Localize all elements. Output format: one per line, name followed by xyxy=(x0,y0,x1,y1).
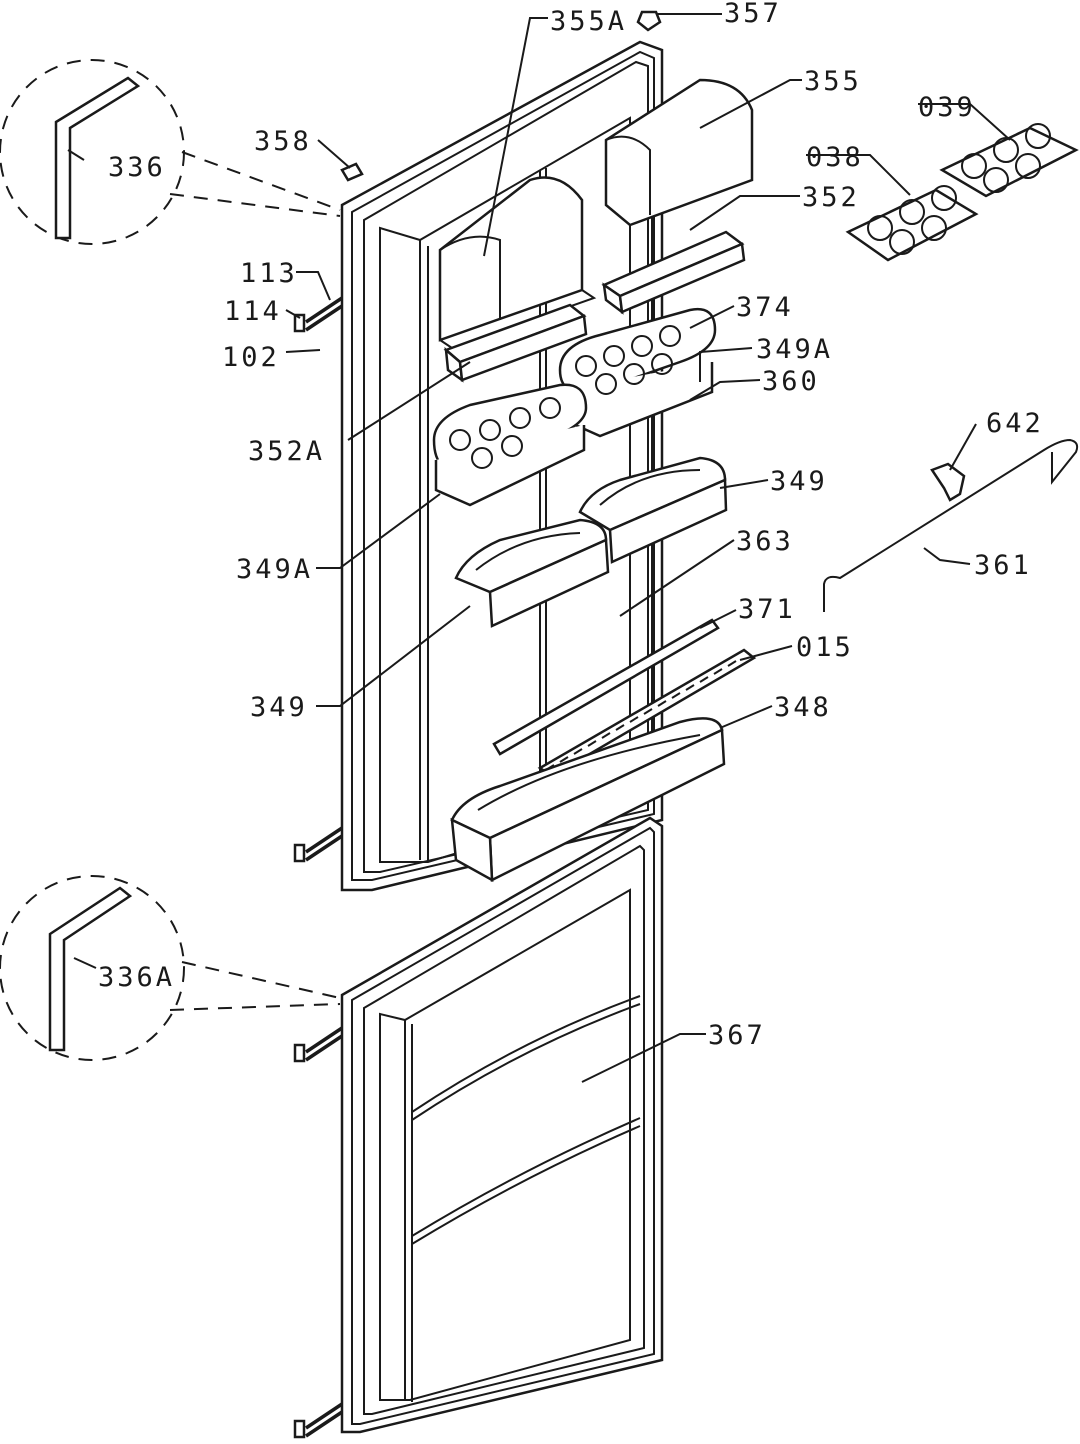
label-015: 015 xyxy=(796,632,854,663)
part-349-shelf-right xyxy=(578,456,728,564)
label-355: 355 xyxy=(804,66,862,97)
label-113: 113 xyxy=(240,258,298,289)
leader-lines xyxy=(67,13,1011,1083)
label-352A: 352A xyxy=(248,436,325,467)
label-039: 039 xyxy=(918,92,976,123)
label-371: 371 xyxy=(738,594,796,625)
label-367: 367 xyxy=(708,1020,766,1051)
detail-circle-336 xyxy=(0,59,341,245)
label-349A-left: 349A xyxy=(236,554,313,585)
label-038: 038 xyxy=(806,142,864,173)
part-039-egg-holder xyxy=(939,123,1079,198)
label-358: 358 xyxy=(254,126,312,157)
part-348-bottom-shelf xyxy=(450,717,726,883)
part-349-shelf-left xyxy=(454,518,610,628)
label-355A: 355A xyxy=(550,6,627,37)
part-352-shelf xyxy=(601,230,746,315)
part-355-cover xyxy=(604,78,754,227)
hinge-pins xyxy=(293,296,343,1439)
label-357: 357 xyxy=(724,0,782,29)
part-371-strip xyxy=(492,618,720,756)
part-labels: 355A 357 355 039 038 358 336 352 113 114… xyxy=(98,0,1044,1051)
part-361-wire xyxy=(823,438,1079,612)
label-348: 348 xyxy=(774,692,832,723)
detail-circle-336A xyxy=(0,875,341,1061)
label-360: 360 xyxy=(762,366,820,397)
part-358-clip xyxy=(340,162,364,182)
label-363: 363 xyxy=(736,526,794,557)
part-038-egg-holder xyxy=(845,185,979,262)
label-361: 361 xyxy=(974,550,1032,581)
label-336: 336 xyxy=(108,152,166,183)
part-642-clip xyxy=(930,462,966,502)
label-102: 102 xyxy=(222,342,280,373)
freezer-door xyxy=(340,816,664,1434)
label-336A: 336A xyxy=(98,962,175,993)
part-355A-cover xyxy=(438,176,597,350)
label-352: 352 xyxy=(802,182,860,213)
part-352A-shelf xyxy=(443,303,588,383)
part-357-screw xyxy=(636,10,662,32)
label-114: 114 xyxy=(224,296,282,327)
label-349-left: 349 xyxy=(250,692,308,723)
part-349A-egg-tray-left xyxy=(432,383,588,507)
label-642: 642 xyxy=(986,408,1044,439)
label-374: 374 xyxy=(736,292,794,323)
label-349A-right: 349A xyxy=(756,334,833,365)
label-349-right: 349 xyxy=(770,466,828,497)
